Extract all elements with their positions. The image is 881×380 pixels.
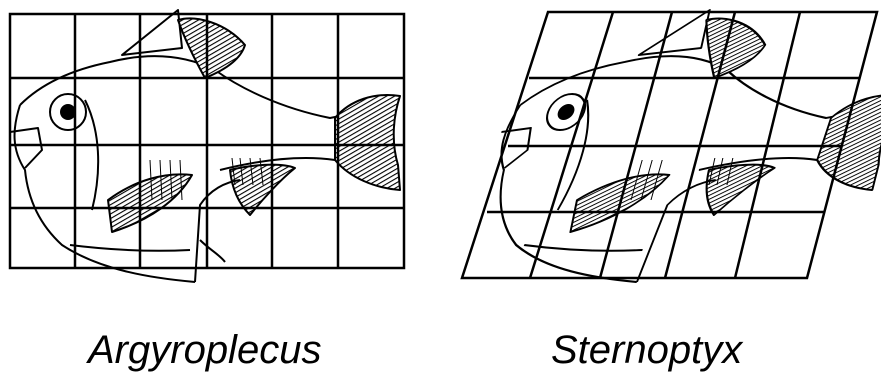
sternoptyx-grid	[460, 10, 879, 280]
argyroplecus-body-edge	[194, 179, 241, 283]
argyroplecus-panel	[0, 0, 440, 320]
sternoptyx-drawing	[460, 9, 881, 283]
sternoptyx-fish	[499, 9, 881, 283]
argyroplecus-pelvic-fin	[199, 239, 226, 263]
argyroplecus-mouth	[9, 127, 43, 169]
argyroplecus-pectoral-fin	[107, 173, 193, 233]
argyroplecus-drawing	[8, 9, 406, 283]
argyroplecus-caption: Argyroplecus	[88, 328, 322, 372]
argyroplecus-anal-fin	[229, 163, 296, 216]
argyroplecus-grid	[8, 12, 406, 270]
sternoptyx-dorsal-spine	[637, 9, 711, 56]
sternoptyx-gill-cover	[556, 99, 590, 211]
sternoptyx-caption: Sternoptyx	[551, 328, 743, 372]
argyroplecus-tail-fin	[334, 94, 401, 191]
sternoptyx-photophore-line	[523, 244, 643, 252]
argyroplecus-ventral-markings	[149, 157, 264, 201]
sternoptyx-mouth	[501, 127, 532, 169]
argyroplecus-gill-cover	[84, 99, 100, 211]
sternoptyx-tail-fin	[816, 94, 881, 191]
sternoptyx-pectoral-fin	[569, 173, 671, 233]
sternoptyx-eye	[546, 93, 587, 131]
sternoptyx-panel	[440, 0, 881, 320]
argyroplecus-dorsal-spine	[121, 9, 183, 56]
argyroplecus-fish	[9, 9, 401, 283]
sternoptyx-anal-fin	[705, 163, 776, 216]
sternoptyx-grid-frame	[460, 10, 879, 280]
sternoptyx-head-outline	[499, 104, 638, 283]
argyroplecus-dorsal-fin	[177, 17, 246, 79]
argyroplecus-photophore-line	[69, 244, 191, 252]
argyroplecus-eye	[49, 93, 87, 131]
